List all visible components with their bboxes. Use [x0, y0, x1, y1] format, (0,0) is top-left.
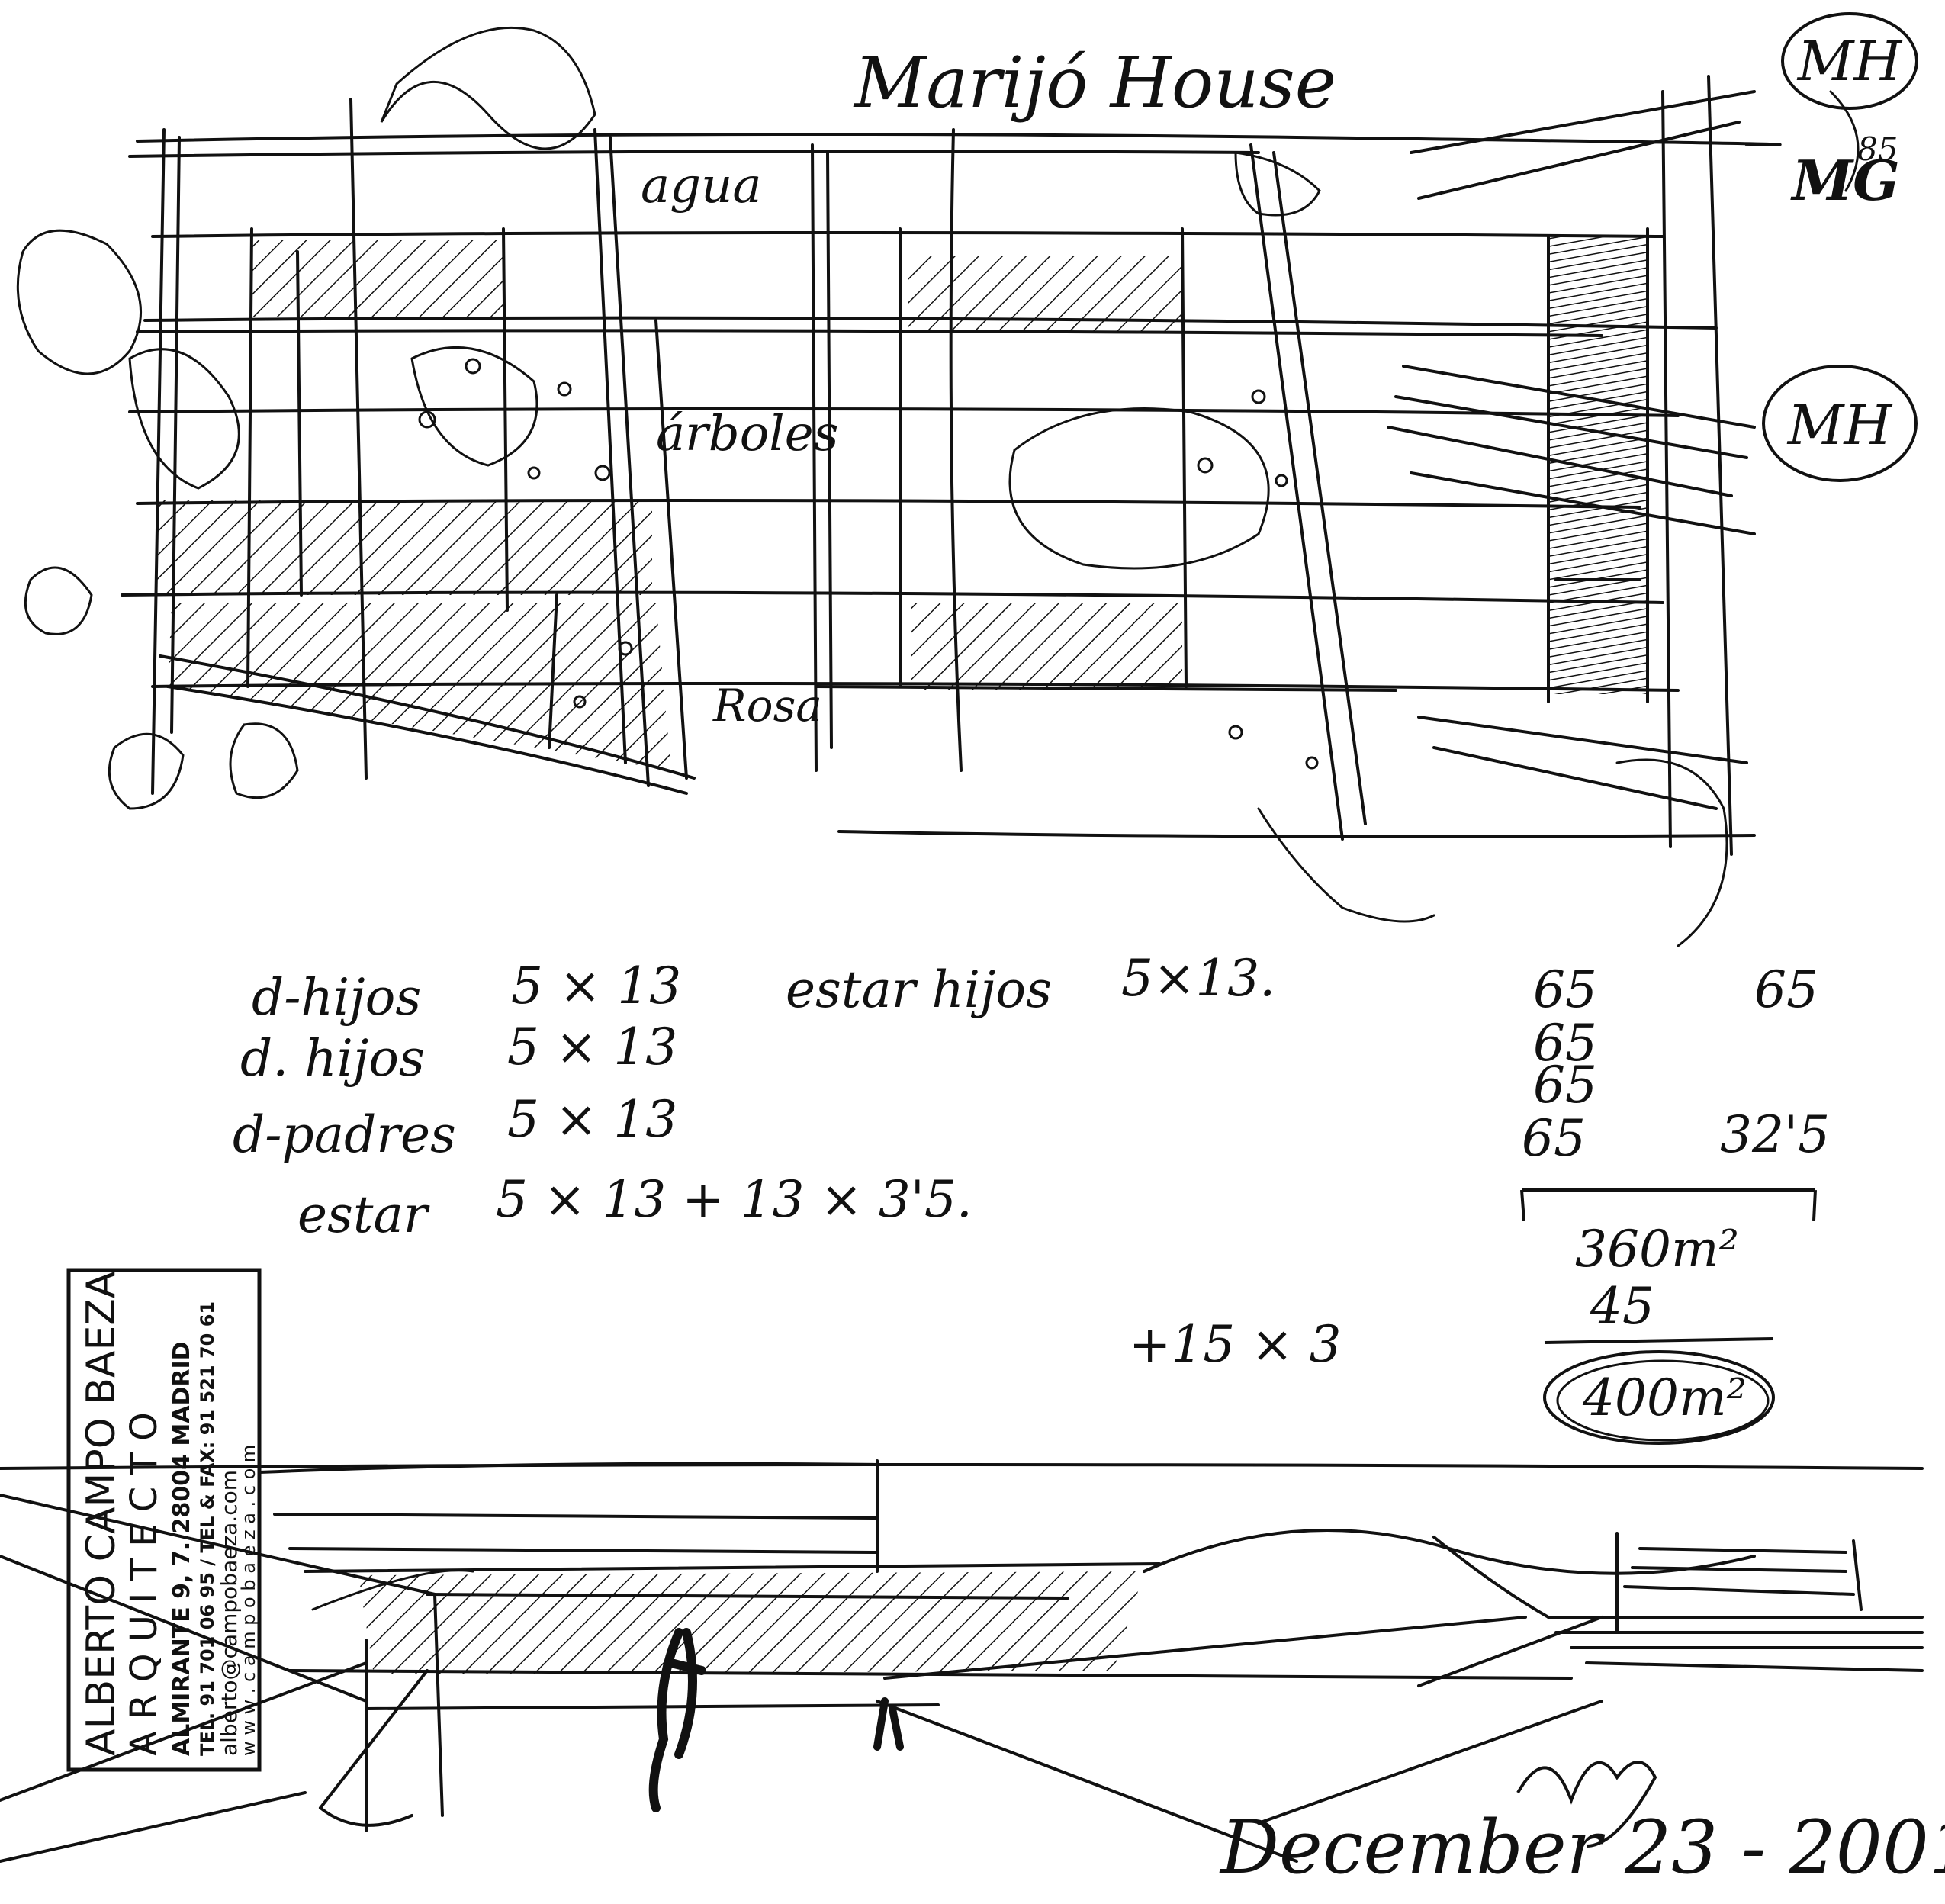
stamp-title: A R Q U I T E C T O: [123, 1412, 166, 1756]
badge-mh-middle: MH: [1762, 365, 1918, 482]
program-list: d-hijos 5 × 13 estar hijos 5×13. d. hijo…: [233, 949, 1342, 1374]
program-size: 5 × 13 + 13 × 3'5.: [496, 1170, 972, 1229]
svg-text:65: 65: [1754, 960, 1818, 1019]
svg-text:360m²: 360m²: [1575, 1220, 1739, 1278]
area-calculation: 65 65 65 65 65 32'5 360m² 45 400m²: [1520, 960, 1830, 1445]
program-extra-room: estar hijos: [786, 960, 1052, 1019]
program-room: estar: [297, 1185, 430, 1244]
svg-text:MH: MH: [1786, 393, 1893, 457]
elevation-sketch: [16, 26, 1860, 947]
program-size: 5 × 13: [511, 957, 681, 1015]
program-size: 5 × 13: [507, 1018, 677, 1076]
program-room: d-hijos: [252, 968, 421, 1027]
svg-text:65: 65: [1533, 1056, 1597, 1114]
mg-number: 85: [1857, 130, 1898, 168]
svg-text:MH: MH: [1796, 29, 1903, 93]
svg-text:65: 65: [1533, 1014, 1597, 1073]
program-extra-size: 5×13.: [1121, 949, 1275, 1008]
badge-mh-top: MH: [1781, 12, 1918, 110]
stamp-phone: TEL. 91 701 06 95 / TEL & FAX: 91 521 70…: [197, 1301, 218, 1756]
label-water: agua: [641, 158, 762, 214]
signature-initials: MJ: [1585, 1738, 1668, 1802]
svg-text:65: 65: [1533, 960, 1597, 1019]
mg-initials: MG: [1789, 148, 1899, 213]
sketch-date: December 23 - 2001.: [1219, 1805, 1945, 1890]
program-room: d-padres: [233, 1105, 456, 1164]
architect-stamp: ALBERTO CAMPO BAEZA A R Q U I T E C T O …: [66, 1268, 262, 1772]
extra-area: +15 × 3: [1129, 1315, 1342, 1374]
svg-text:45: 45: [1590, 1277, 1654, 1336]
program-size: 5 × 13: [507, 1090, 677, 1149]
project-title: Marijó House: [853, 42, 1336, 124]
svg-text:32'5: 32'5: [1720, 1105, 1830, 1164]
label-rose: Rosa: [712, 680, 822, 732]
perspective-sketch: [0, 1459, 1924, 1863]
program-room: d. hijos: [240, 1029, 425, 1088]
stamp-email: alberto@campobaeza.com: [217, 1470, 242, 1756]
signature-mark: [1516, 1761, 1657, 1848]
svg-text:65: 65: [1522, 1109, 1586, 1168]
label-trees: árboles: [656, 406, 838, 462]
stamp-address: ALMIRANTE 9, 7. 28004 MADRID: [169, 1341, 195, 1756]
total-area: 400m²: [1582, 1368, 1747, 1427]
